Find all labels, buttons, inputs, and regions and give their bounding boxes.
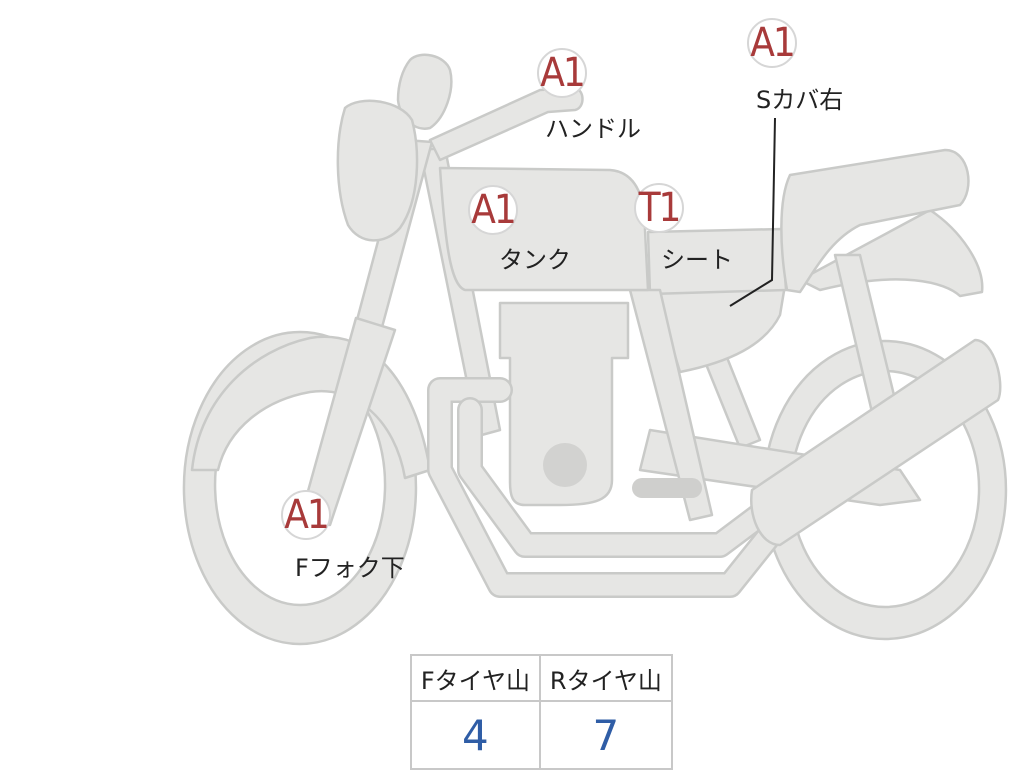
tank-grade-badge: A1: [468, 185, 518, 235]
handle-label: ハンドル: [545, 115, 641, 143]
handle-grade: A1: [540, 50, 585, 96]
muffler: [749, 338, 1002, 547]
rear-tire-header: Rタイヤ山: [538, 654, 674, 702]
tire-tread-table: Fタイヤ山 Rタイヤ山 4 7: [410, 654, 674, 770]
mirror: [396, 53, 453, 130]
engine-cover: [543, 443, 587, 487]
tank-grade: A1: [471, 187, 516, 233]
handle-grade-badge: A1: [537, 48, 587, 98]
rear-tire-value: 7: [538, 700, 674, 770]
front-fork-lower: [298, 316, 397, 527]
seat-rear: [780, 148, 970, 294]
headlight: [336, 99, 419, 242]
tank-label: タンク: [499, 246, 571, 274]
engine: [498, 301, 630, 507]
front-tire-value: 4: [410, 700, 541, 770]
seat-grade-badge: T1: [634, 183, 684, 233]
side-cover-label: Sカバ右: [756, 86, 844, 114]
exhaust-pipe-1-fill: [429, 379, 801, 596]
frame-main: [628, 288, 714, 522]
footrest: [632, 478, 702, 498]
front-fork-label: Fフォク下: [295, 554, 405, 582]
front-tire-header: Fタイヤ山: [410, 654, 541, 702]
side-cover: [653, 283, 787, 374]
exhaust-pipe-2-fill: [459, 399, 791, 556]
front-fork-grade: A1: [284, 492, 329, 538]
side-cover-grade-badge: A1: [747, 18, 797, 68]
front-fork-grade-badge: A1: [281, 490, 331, 540]
seat-label: シート: [661, 246, 733, 274]
seat-grade: T1: [638, 185, 682, 231]
side-cover-grade: A1: [750, 20, 795, 66]
leader-line: [729, 117, 776, 307]
